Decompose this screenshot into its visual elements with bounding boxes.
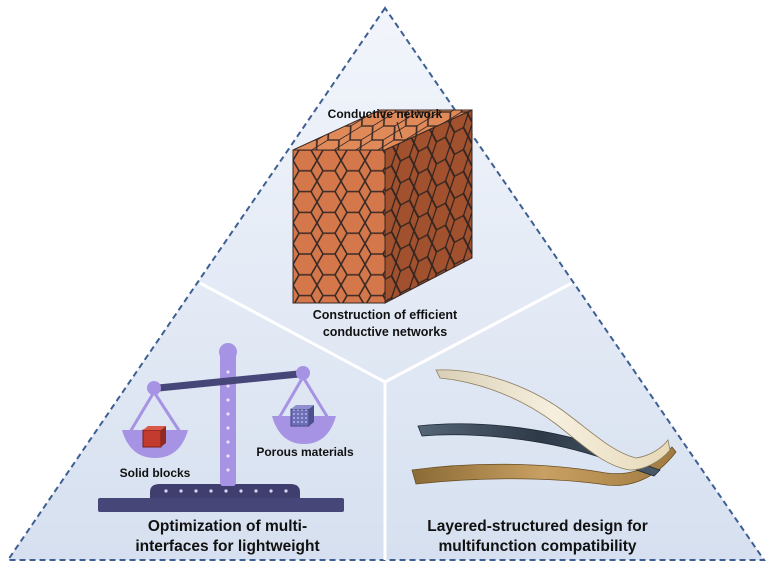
top-caption: Construction of efficient conductive net… [285, 307, 485, 341]
pillar-dot [226, 384, 230, 388]
porous-block [290, 408, 310, 427]
divider-right [384, 281, 573, 384]
porous-materials-label: Porous materials [256, 445, 354, 459]
pillar-dot [226, 370, 230, 374]
layer-bottom [411, 446, 677, 486]
pillar-dot [226, 412, 230, 416]
right-caption-line1: Layered-structured design for [427, 518, 648, 535]
pillar-dot [226, 440, 230, 444]
pillar-dot [226, 398, 230, 402]
scale-pillar [220, 350, 236, 486]
platform-dot [194, 489, 198, 493]
scale-base [98, 498, 344, 512]
layer-top [435, 369, 671, 471]
platform-dot [179, 489, 183, 493]
platform-dot [284, 489, 288, 493]
pillar-dot [226, 468, 230, 472]
callout-conductive-network: Conductive network [327, 107, 443, 121]
top-caption-line1: Construction of efficient [312, 308, 458, 322]
layered-films [411, 369, 677, 486]
divider-left [199, 281, 386, 384]
platform-dot [224, 489, 228, 493]
callout-line [396, 121, 403, 139]
solid-blocks-label: Solid blocks [119, 466, 191, 480]
platform-dot [239, 489, 243, 493]
platform-dot [164, 489, 168, 493]
top-caption-line2: conductive networks [322, 325, 448, 339]
left-caption-line1: Optimization of multi- [147, 518, 308, 535]
left-caption: Optimization of multi- interfaces for li… [110, 517, 345, 557]
right-pan [272, 416, 336, 444]
balance-scale [98, 343, 344, 512]
platform-dot [269, 489, 273, 493]
layer-middle [417, 423, 661, 477]
cube-front-face [292, 149, 386, 304]
cube-side-face [384, 109, 473, 304]
right-caption: Layered-structured design for multifunct… [405, 517, 670, 557]
pillar-dot [226, 454, 230, 458]
scale-beam [153, 370, 304, 392]
platform-dot [209, 489, 213, 493]
pillar-dot [226, 426, 230, 430]
solid-block [142, 429, 162, 448]
right-caption-line2: multifunction compatibility [438, 538, 637, 555]
left-caption-line2: interfaces for lightweight [135, 538, 320, 555]
platform-dot [254, 489, 258, 493]
conductive-cube [292, 109, 473, 304]
